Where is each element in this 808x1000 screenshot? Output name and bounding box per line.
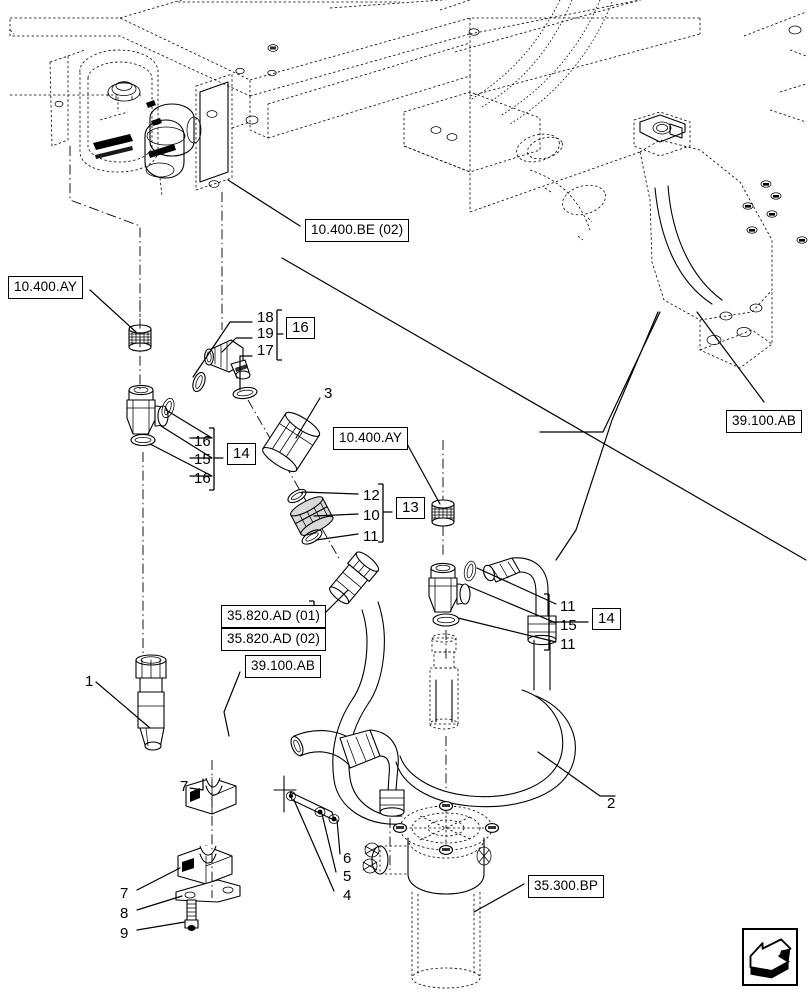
chassis-frame-top [9, 0, 808, 369]
reference-callout-39-100-ab[interactable]: 39.100.AB [726, 410, 802, 433]
item-number-15[interactable]: 15 [560, 617, 577, 634]
leader-long-diagonal [281, 257, 807, 561]
item-number-1[interactable]: 1 [85, 673, 94, 690]
reference-callout-35-300-bp[interactable]: 35.300.BP [528, 875, 604, 898]
item-number-18[interactable]: 18 [257, 309, 274, 326]
item-number-4[interactable]: 4 [343, 887, 352, 904]
3d-block-arrow-logo [742, 928, 798, 986]
oring-17 [232, 386, 258, 400]
elbow-18-19-17 [192, 339, 258, 400]
pressure-switch-1 [135, 654, 167, 751]
item-number-11[interactable]: 11 [363, 528, 379, 545]
fitting-12-10-11 [287, 488, 334, 545]
item-number-11[interactable]: 11 [560, 636, 576, 653]
reference-callout-10-400-ay[interactable]: 10.400.AY [333, 427, 408, 450]
leader-10400be02 [227, 179, 301, 227]
oring-16-upper [161, 397, 175, 419]
item-number-10[interactable]: 10 [363, 507, 380, 524]
group-number-16[interactable]: 16 [286, 317, 315, 339]
item-number-6[interactable]: 6 [343, 850, 352, 867]
oring-11 [301, 529, 323, 545]
item-number-12[interactable]: 12 [363, 487, 380, 504]
centerline-pump-to-fitting [69, 146, 141, 320]
filter-assembly [362, 801, 500, 989]
reference-callout-10-400-be-02-[interactable]: 10.400.BE (02) [305, 219, 410, 242]
reference-callout-35-820-ad-01-[interactable]: 35.820.AD (01) [221, 605, 326, 628]
item-number-3[interactable]: 3 [324, 385, 333, 402]
item-number-9[interactable]: 9 [120, 925, 129, 942]
oring-12 [287, 488, 307, 504]
item-number-16[interactable]: 16 [194, 470, 211, 487]
item-number-2[interactable]: 2 [607, 795, 616, 812]
oring-11-lower-right [432, 613, 460, 627]
left-fitting-stack [126, 324, 175, 447]
hose-assemblies [290, 551, 576, 870]
oring-16-lower [130, 433, 156, 447]
item-number-7[interactable]: 7 [120, 885, 129, 902]
adapter-sleeve-3 [262, 411, 321, 473]
group-number-13[interactable]: 13 [396, 497, 425, 519]
item-number-5[interactable]: 5 [343, 868, 352, 885]
oring-11-upper-right [463, 560, 477, 582]
oring-18 [192, 371, 206, 393]
leader-39100ab-a [696, 311, 765, 403]
clamp-upper-7 [185, 777, 237, 815]
leader-39100ab-b [539, 311, 661, 433]
item-number-17[interactable]: 17 [257, 342, 274, 359]
hose-elbow-left [290, 729, 405, 817]
item-number-7[interactable]: 7 [180, 778, 189, 795]
reference-callout-35-820-ad-02-[interactable]: 35.820.AD (02) [221, 628, 326, 651]
retainer-plate-8 [175, 879, 241, 903]
reference-callout-39-100-ab[interactable]: 39.100.AB [245, 655, 321, 678]
item-number-8[interactable]: 8 [120, 905, 129, 922]
clamp-lower-7 [177, 845, 233, 885]
hidden-connector [429, 633, 459, 730]
item-number-11[interactable]: 11 [560, 598, 576, 615]
bolt-9 [184, 899, 199, 931]
item-number-16[interactable]: 16 [194, 433, 211, 450]
right-fitting-stack [428, 440, 477, 660]
pump-motor-assembly [49, 49, 259, 197]
group-number-14[interactable]: 14 [227, 443, 256, 465]
hose-elbow-right [483, 557, 557, 691]
group-number-14[interactable]: 14 [592, 608, 621, 630]
leader-39100ab-c [555, 311, 659, 561]
reference-callout-10-400-ay[interactable]: 10.400.AY [8, 276, 83, 299]
leader-lines [89, 289, 616, 931]
item-number-15[interactable]: 15 [194, 451, 211, 468]
item-number-19[interactable]: 19 [257, 325, 274, 342]
small-hardware-4-5-6 [273, 775, 340, 824]
